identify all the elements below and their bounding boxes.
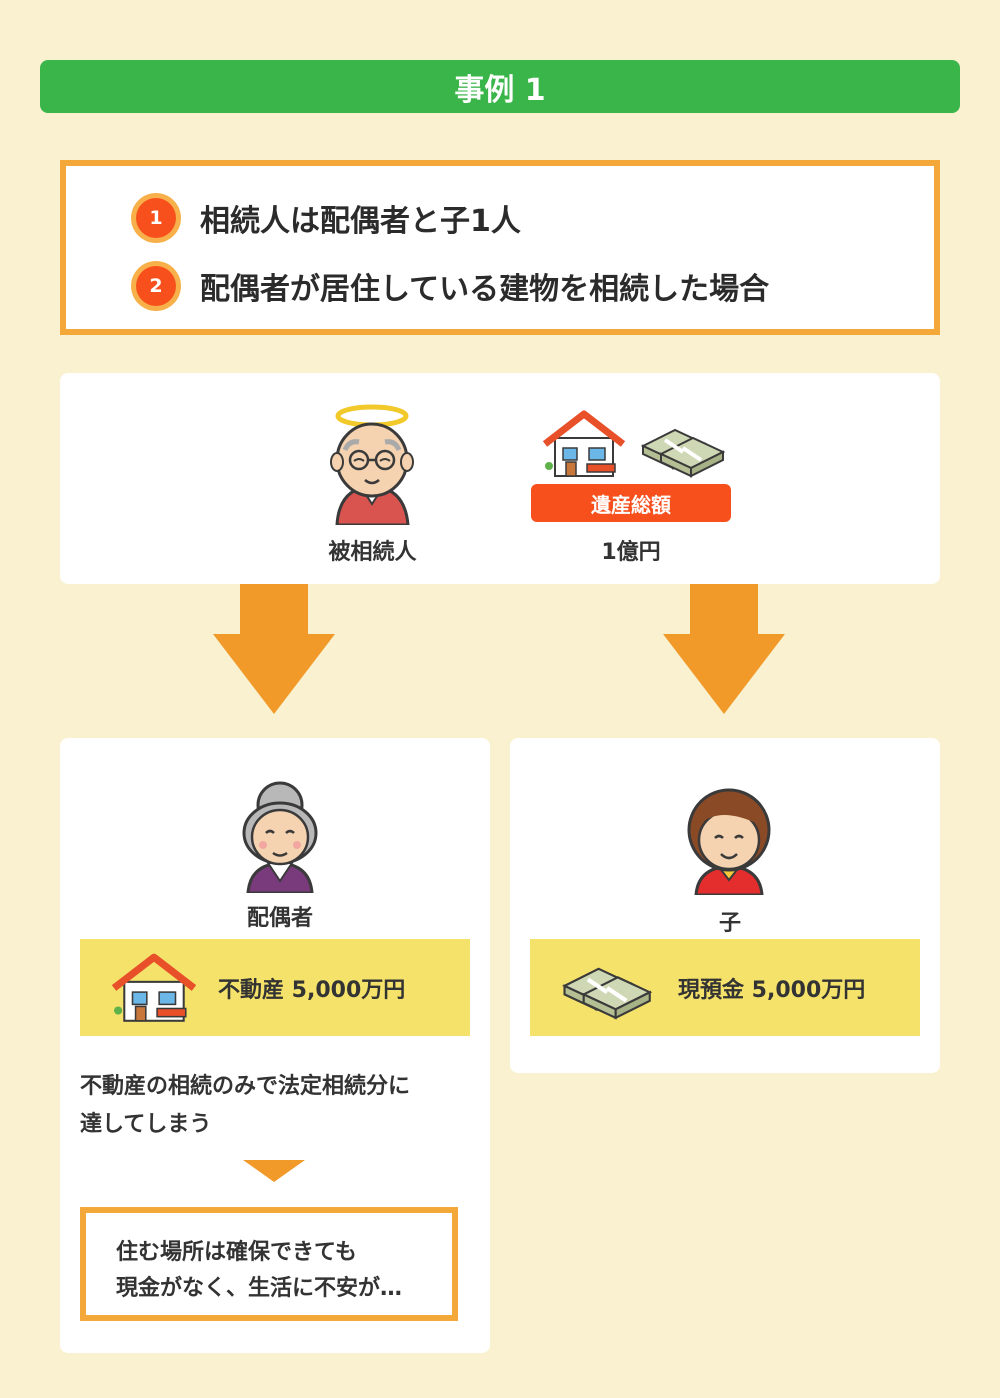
condition-1-text: 相続人は配偶者と子1人 xyxy=(200,204,521,239)
condition-1: 1 相続人は配偶者と子1人 xyxy=(136,196,521,240)
spouse-result-line-2: 現金がなく、生活に不安が… xyxy=(116,1276,403,1301)
child-icon xyxy=(687,788,771,895)
cash-stack-icon xyxy=(640,428,726,478)
spouse-result-line-1: 住む場所は確保できても xyxy=(116,1240,357,1265)
child-asset-text: 現預金 5,000万円 xyxy=(678,977,866,1003)
conditions-box: 1 相続人は配偶者と子1人 2 配偶者が居住している建物を相続した場合 xyxy=(60,160,940,335)
condition-2: 2 配偶者が居住している建物を相続した場合 xyxy=(136,264,769,308)
house-icon xyxy=(543,410,625,477)
spouse-asset-text: 不動産 5,000万円 xyxy=(218,977,406,1003)
condition-1-number: 1 xyxy=(136,198,176,238)
child-label: 子 xyxy=(718,911,741,936)
spouse-description: 不動産の相続のみで法定相続分に 達してしまう xyxy=(80,1068,480,1144)
child-asset-box: 現預金 5,000万円 xyxy=(530,939,920,1036)
spouse-asset-box: 不動産 5,000万円 xyxy=(80,939,470,1036)
estate-amount: 1億円 xyxy=(601,540,661,565)
condition-2-number: 2 xyxy=(136,266,176,306)
arrow-to-child xyxy=(663,584,785,714)
estate-total-badge: 遺産総額 xyxy=(531,484,731,522)
down-triangle-icon xyxy=(243,1160,305,1182)
estate-card xyxy=(60,373,940,584)
spouse-description-line-1: 不動産の相続のみで法定相続分に xyxy=(80,1074,411,1099)
real-estate-house-icon xyxy=(112,953,196,1022)
condition-2-text: 配偶者が居住している建物を相続した場合 xyxy=(200,272,770,307)
cash-stack-icon-child xyxy=(562,967,653,1020)
deceased-label: 被相続人 xyxy=(328,540,417,565)
spouse-grandmother-icon xyxy=(242,781,318,893)
spouse-description-line-2: 達してしまう xyxy=(80,1112,212,1137)
arrow-to-spouse xyxy=(213,584,335,714)
spouse-label: 配偶者 xyxy=(246,906,313,931)
deceased-grandfather-icon xyxy=(330,404,414,525)
spouse-result-box: 住む場所は確保できても 現金がなく、生活に不安が… xyxy=(80,1207,458,1321)
case-title: 事例 1 xyxy=(40,60,960,113)
